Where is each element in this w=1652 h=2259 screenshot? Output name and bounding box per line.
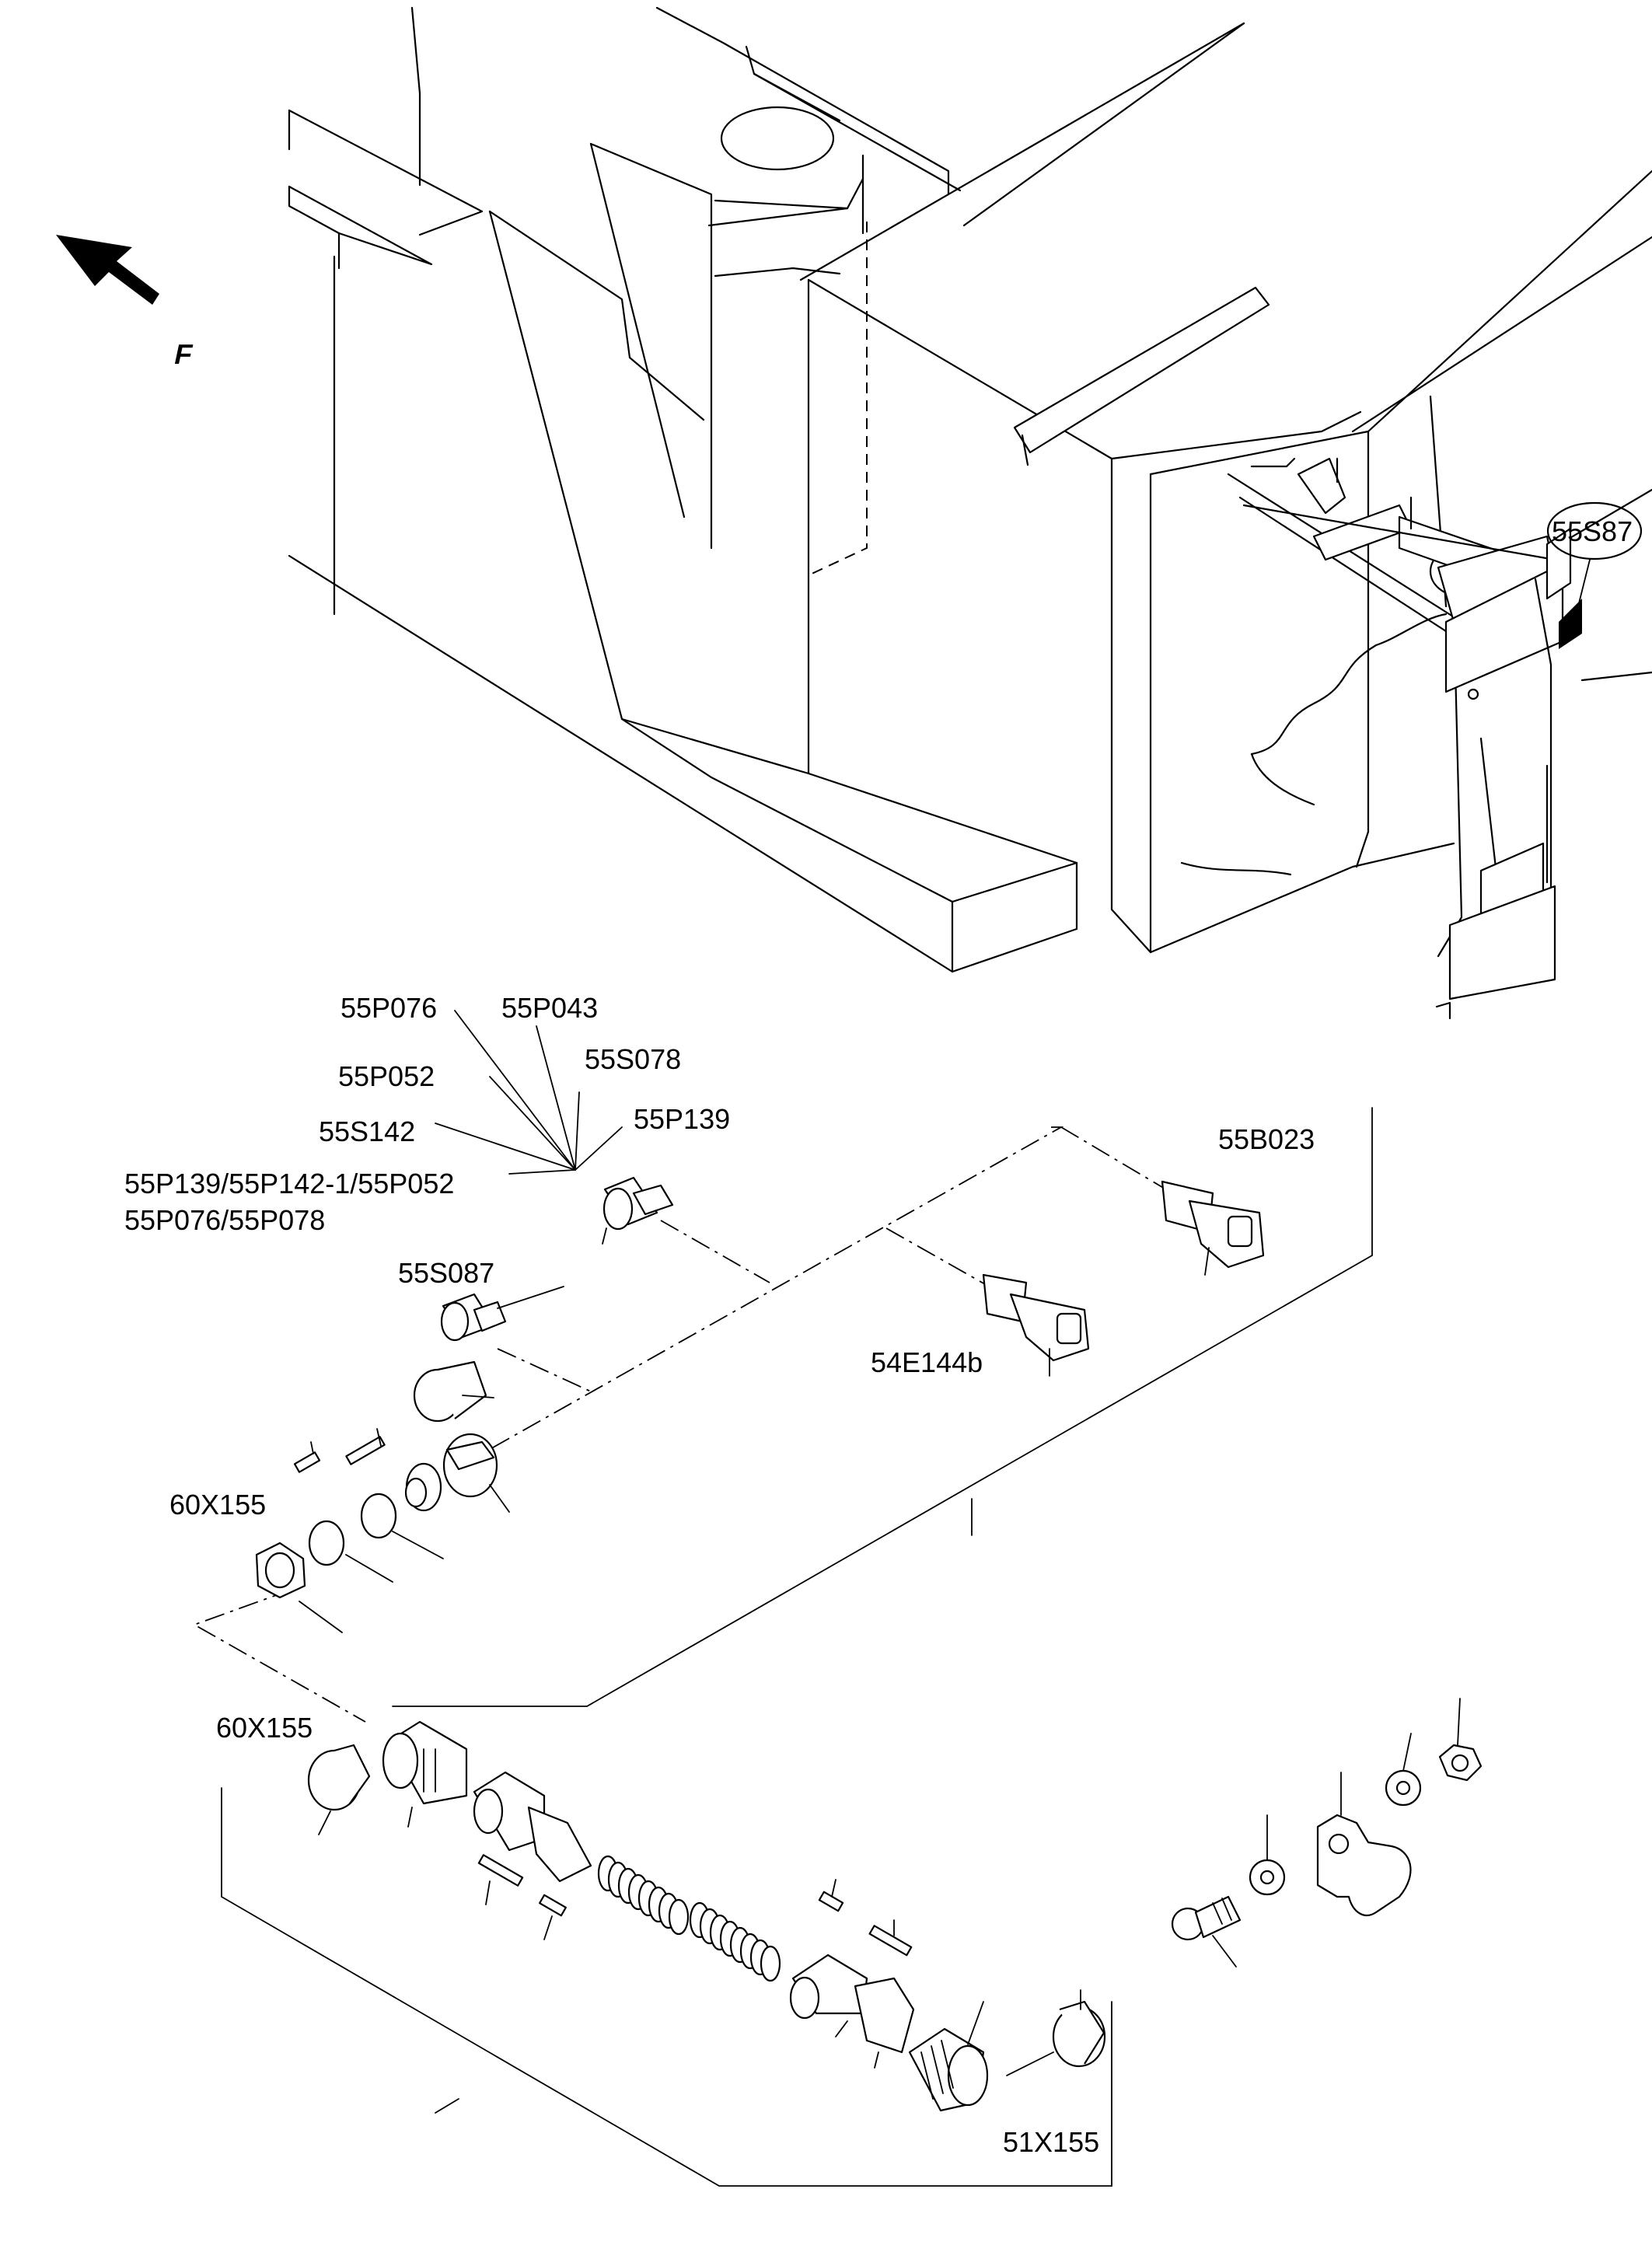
connector-55p139 bbox=[602, 1176, 674, 1245]
clamp-hardware bbox=[1171, 1698, 1483, 1967]
label-55P076: 55P076 bbox=[341, 992, 437, 1024]
callout-55S87: 55S87 bbox=[1552, 515, 1633, 547]
connector-55b023 bbox=[1161, 1180, 1265, 1276]
label-54E144b: 54E144b bbox=[871, 1346, 983, 1378]
forward-arrow-icon bbox=[56, 235, 159, 305]
label-60X155-lower: 60X155 bbox=[216, 1712, 313, 1744]
assembly-brackets bbox=[221, 1107, 1373, 2187]
direction-letter: F bbox=[172, 338, 196, 370]
label-55P076-55P078: 55P076/55P078 bbox=[124, 1204, 325, 1236]
label-55P052: 55P052 bbox=[338, 1060, 435, 1092]
connector-55s087 bbox=[440, 1286, 564, 1342]
connector-54e144b bbox=[982, 1273, 1090, 1377]
label-55S078: 55S078 bbox=[585, 1043, 681, 1075]
label-55S142: 55S142 bbox=[319, 1116, 415, 1147]
dash-dot-connection-lines bbox=[192, 1126, 1198, 1723]
cable-assembly-lower bbox=[307, 1720, 1106, 2112]
label-55S087: 55S087 bbox=[398, 1257, 494, 1289]
label-55P043: 55P043 bbox=[501, 992, 598, 1024]
label-51X155: 51X155 bbox=[1003, 2126, 1099, 2158]
gland-group-upper bbox=[255, 1360, 510, 1633]
label-60X155-upper: 60X155 bbox=[169, 1489, 266, 1521]
label-55P139-55P142-55P052: 55P139/55P142-1/55P052 bbox=[124, 1168, 454, 1199]
label-leader-lines bbox=[435, 1010, 623, 1175]
machine-frame bbox=[288, 6, 1652, 1020]
label-55B023: 55B023 bbox=[1218, 1123, 1315, 1155]
label-55P139: 55P139 bbox=[634, 1103, 730, 1135]
